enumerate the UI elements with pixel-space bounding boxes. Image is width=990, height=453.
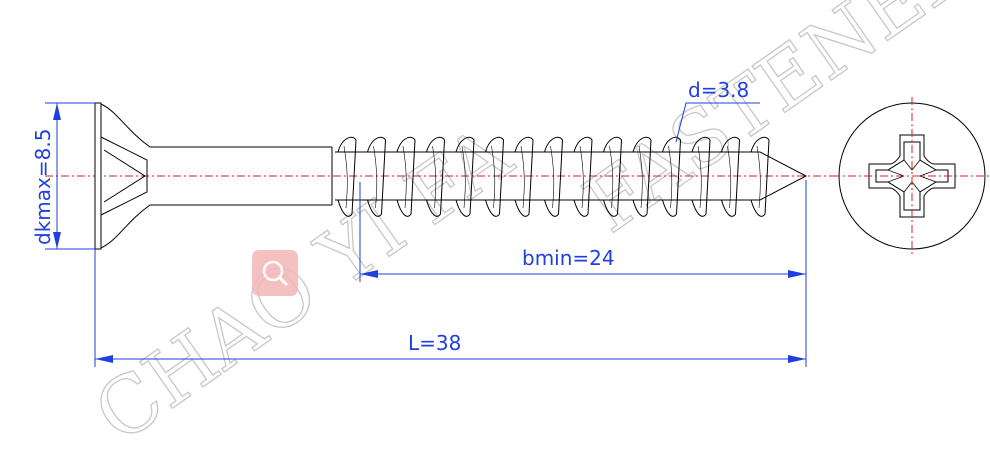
thread-crest [691,136,711,217]
thread-shade [520,145,525,209]
thread-crest [721,136,741,217]
phillips-recess-outer [868,134,956,218]
thread-shade [402,145,407,209]
thread-shade [727,145,732,209]
thread-crests [337,136,770,217]
thread-shade [491,145,496,209]
screw-side-view [94,102,808,250]
thread-crest [337,136,357,217]
thread-shade [550,145,555,209]
zoom-button[interactable] [252,250,298,296]
screw-recess-side [100,136,148,216]
thread-diameter-label: d=3.8 [688,78,749,102]
screw-head-bugle [100,103,332,249]
arrow-head-down [53,232,61,249]
phillips-recess-inner [875,141,949,211]
phillips-recess-flutes [887,159,937,193]
arrow-thread-right [788,270,806,278]
arrow-thread-left [360,270,378,278]
dim-total-length: L=38 [94,249,806,367]
thread-shade [343,145,348,209]
screw-head-top-view [832,97,990,256]
thread-crest [396,136,416,217]
thread-shade [432,145,437,209]
thread-crest [632,136,652,217]
thread-shade [609,145,614,209]
thread-shade [461,145,466,209]
thread-crest [485,136,505,217]
thread-shade [638,145,643,209]
thread-shade [373,145,378,209]
thread-shade [697,145,702,209]
thread-crest [603,136,623,217]
arrow-head-up [53,103,61,120]
watermark: CHAO YI FA FASTENER [79,0,990,453]
total-length-label: L=38 [408,331,461,355]
dim-thread-diameter: d=3.8 [675,78,760,143]
thread-shade [579,145,584,209]
thread-shade [756,145,761,209]
screw-head-face [94,102,102,250]
thread-crest [544,136,564,217]
arrow-total-left [95,355,113,363]
magnifier-icon [262,260,288,286]
thread-length-label: bmin=24 [522,246,615,270]
head-diameter-label: dkmax=8.5 [31,129,55,245]
thread-crest [514,136,534,217]
thread-crest [750,136,770,217]
thread-crest [662,136,682,217]
thread-crest [367,136,387,217]
dim-thread-length: bmin=24 [359,180,807,367]
dim-head-diameter: dkmax=8.5 [31,102,95,250]
arrow-total-right [788,355,806,363]
thread-crest [426,136,446,217]
thread-crest [455,136,475,217]
thread-shade [668,145,673,209]
thread-crest [573,136,593,217]
